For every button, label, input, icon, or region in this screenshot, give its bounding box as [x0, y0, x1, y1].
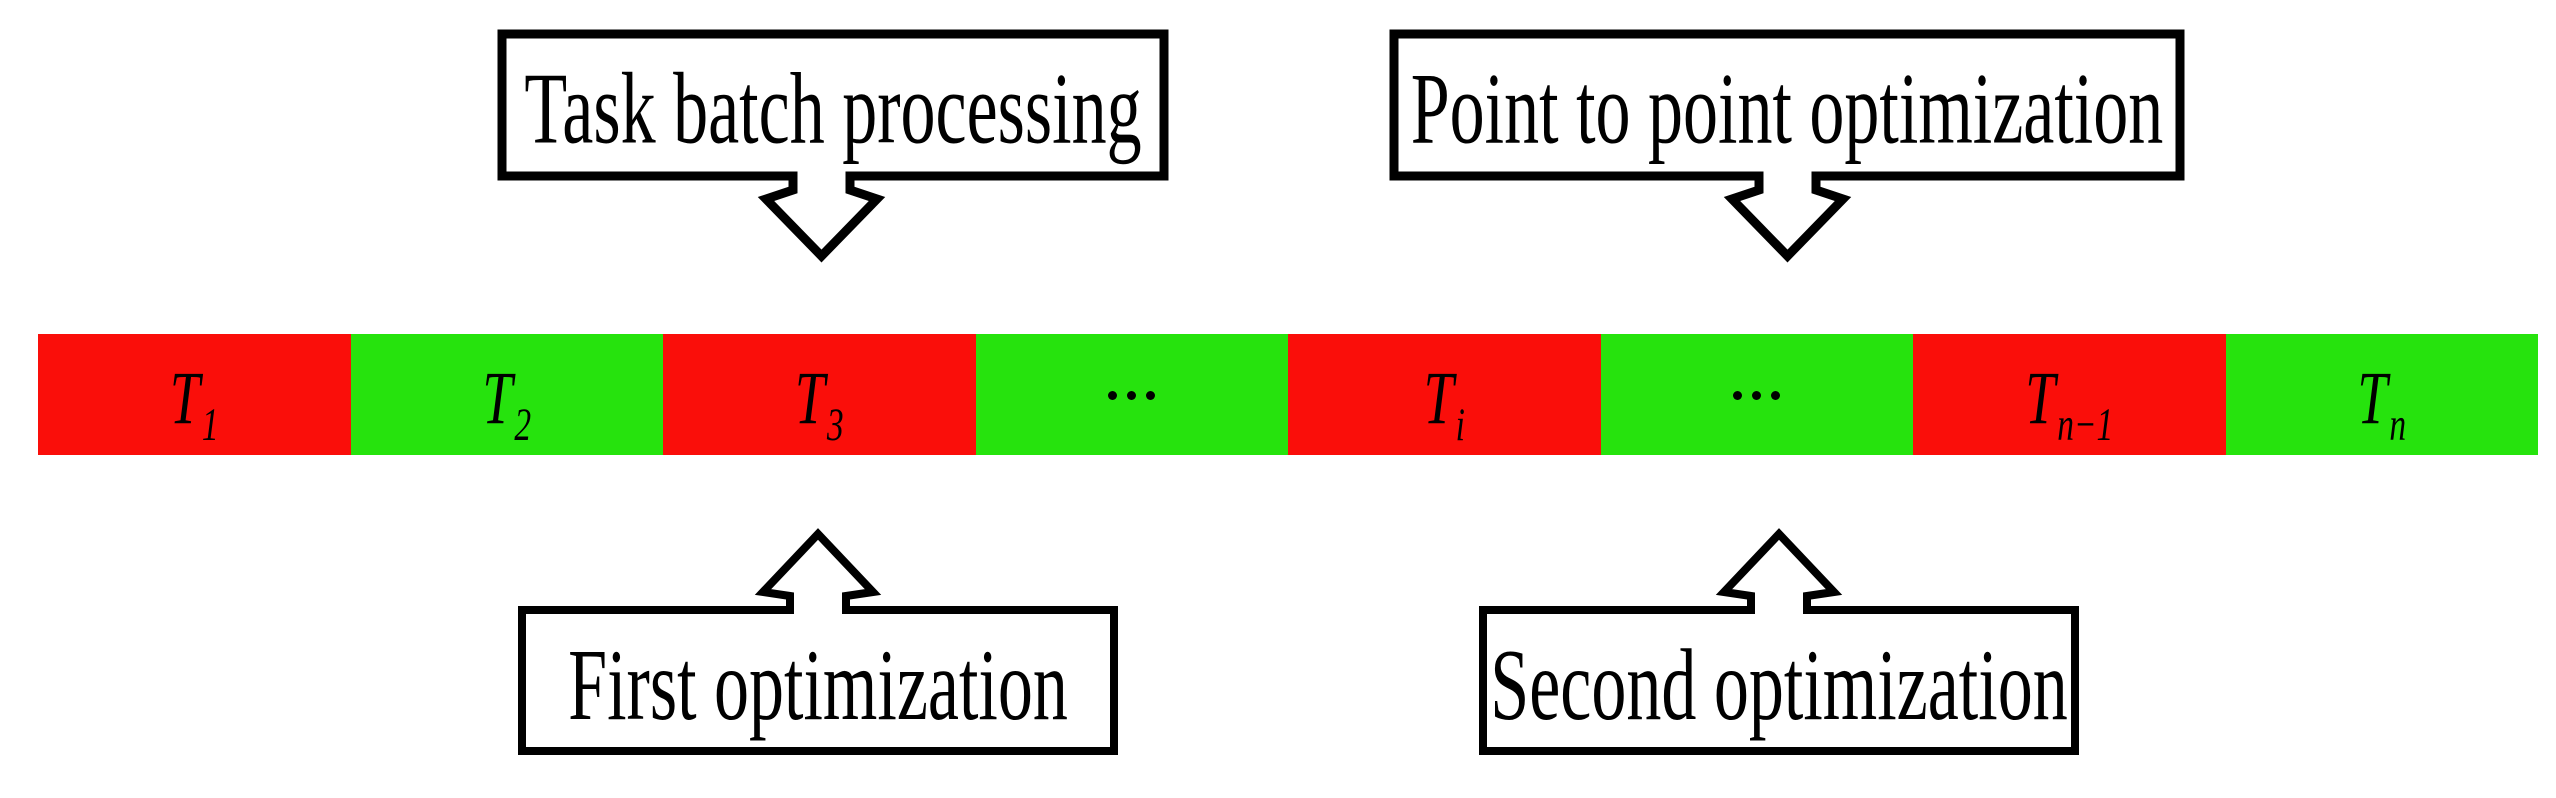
- ellipsis-dots: [1108, 389, 1156, 400]
- task-label: T2: [482, 355, 532, 451]
- ellipsis-dot: [1108, 391, 1118, 400]
- task-label: T1: [169, 355, 219, 451]
- ellipsis-dot: [1771, 391, 1781, 400]
- callout-label-task-batch: Task batch processing: [524, 54, 1142, 166]
- task-segment: [1600, 334, 1913, 455]
- task-segment: T1: [38, 334, 351, 455]
- ellipsis-dot: [1127, 391, 1137, 400]
- ellipsis-dots: [1733, 389, 1781, 400]
- task-bar: T1 T2 T3 Ti Tn−1 Tn: [38, 334, 2538, 455]
- task-label: Tn−1: [2025, 355, 2114, 451]
- task-label: Ti: [1423, 355, 1465, 451]
- callout-bubble-first-optimization: [518, 528, 1118, 755]
- callout-label-second-optimization: Second optimization: [1490, 629, 2068, 742]
- task-label: Tn: [2357, 355, 2407, 451]
- task-segment: T3: [663, 334, 976, 455]
- callout-label-first-optimization: First optimization: [568, 629, 1068, 742]
- callout-bubble-second-optimization: [1479, 528, 2079, 755]
- task-segment: Ti: [1288, 334, 1601, 455]
- task-segment: [975, 334, 1288, 455]
- callout-label-point-to-point: Point to point optimization: [1410, 54, 2164, 166]
- ellipsis-dot: [1146, 391, 1156, 400]
- task-label: T3: [794, 355, 844, 451]
- task-segment: T2: [350, 334, 663, 455]
- ellipsis-dot: [1752, 391, 1762, 400]
- callout-bubble-point-to-point: [1389, 29, 2185, 263]
- callout-bubble-task-batch: [497, 29, 1169, 263]
- ellipsis-dot: [1733, 391, 1743, 400]
- task-segment: Tn−1: [1913, 334, 2226, 455]
- task-segment: Tn: [2225, 334, 2538, 455]
